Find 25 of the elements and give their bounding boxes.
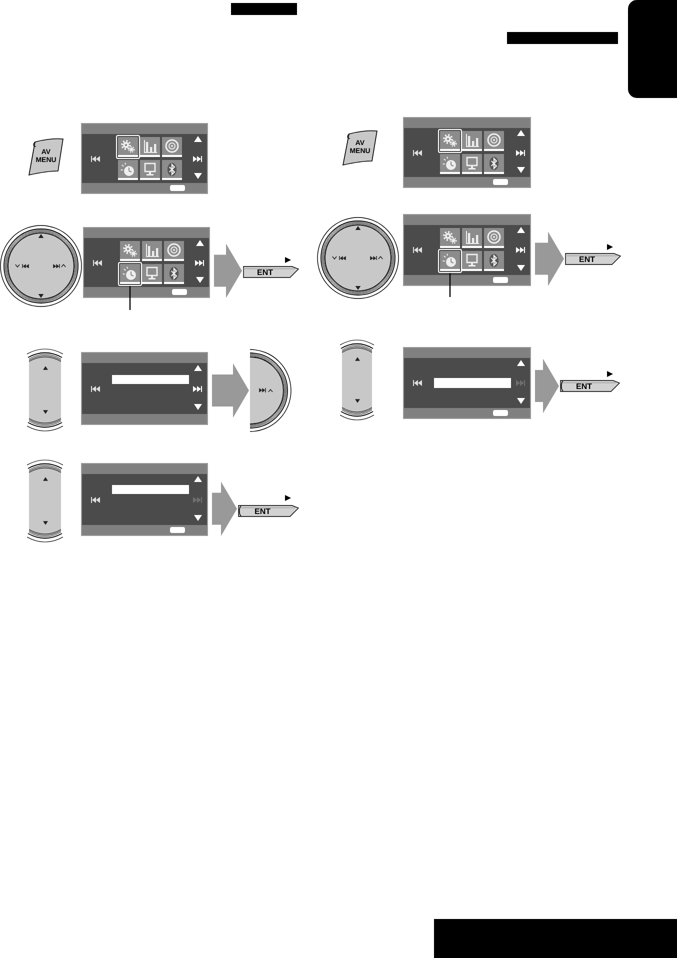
display-screen <box>81 463 208 536</box>
enter-key: ENT <box>243 266 299 278</box>
display-screen <box>81 352 208 425</box>
block-arrow <box>212 363 249 418</box>
enter-key: ENT <box>560 380 620 392</box>
control-dial <box>317 217 399 299</box>
display-screen <box>81 123 208 194</box>
leader-line <box>449 273 451 297</box>
dial-segment <box>340 339 374 421</box>
display-screen <box>403 117 531 188</box>
display-screen <box>83 227 210 298</box>
block-arrow <box>212 482 237 536</box>
dial-segment <box>27 348 63 432</box>
dial-segment <box>27 459 63 543</box>
leader-line <box>129 286 131 310</box>
control-dial <box>0 225 82 307</box>
display-screen <box>403 347 531 419</box>
dial-segment <box>250 349 292 432</box>
block-arrow <box>214 244 242 298</box>
display-screen <box>403 214 531 286</box>
block-arrow <box>535 232 564 286</box>
enter-key: ENT <box>238 505 299 517</box>
side-tab <box>628 0 677 98</box>
enter-key: ENT <box>565 253 621 265</box>
block-arrow <box>535 358 559 414</box>
